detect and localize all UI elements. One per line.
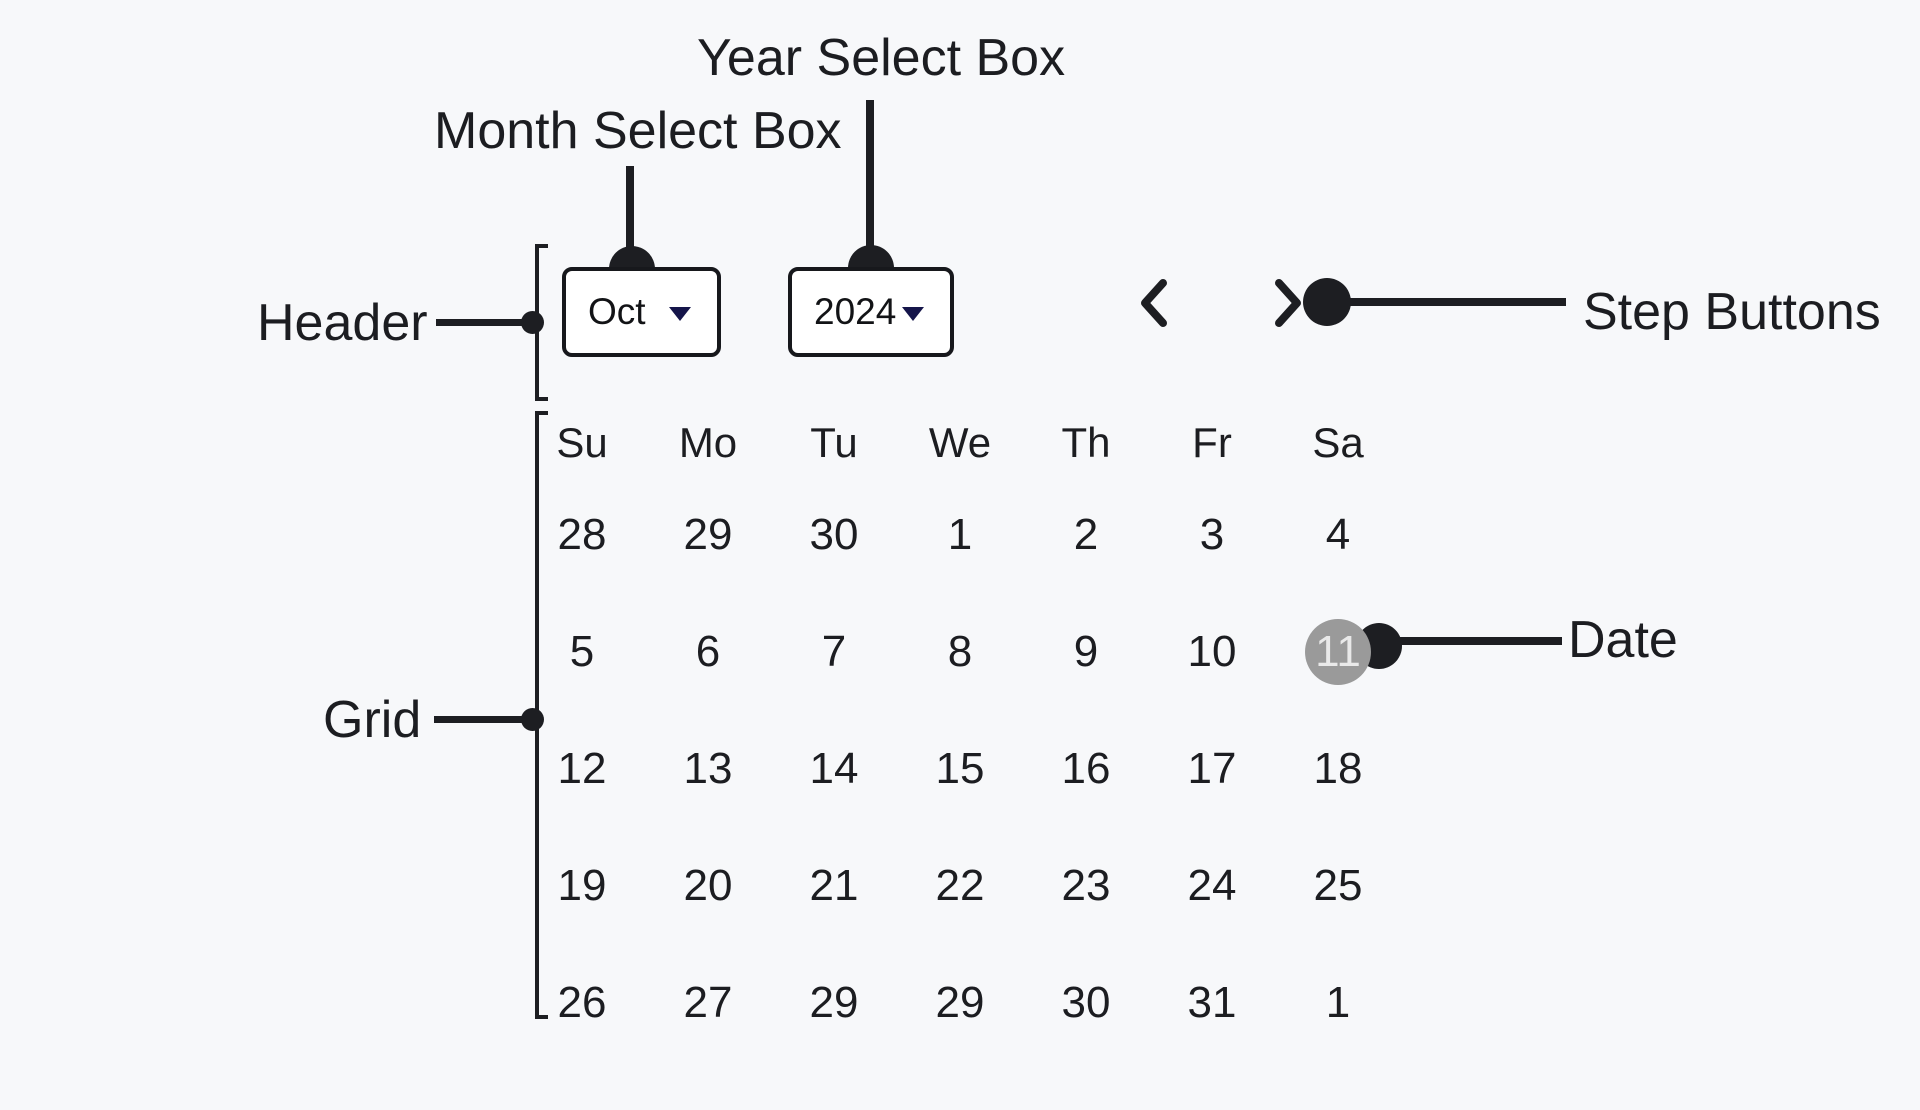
annotation-label-grid: Grid — [323, 691, 422, 749]
year-select-value: 2024 — [814, 291, 897, 332]
leader-line-grid — [434, 716, 522, 723]
selected-date: 11 — [1305, 618, 1371, 685]
date-cell[interactable]: 13 — [683, 743, 733, 793]
leader-line-month-select — [626, 166, 634, 260]
month-select-value: Oct — [588, 291, 646, 332]
chevron-down-icon — [669, 307, 691, 321]
leader-line-header — [436, 319, 522, 326]
calendar-grid: Su Mo Tu We Th Fr Sa 28 29 30 1 2 3 4 5 … — [519, 410, 1401, 1061]
annotation-label-year-select: Year Select Box — [697, 29, 1066, 87]
date-cell[interactable]: 28 — [557, 509, 607, 559]
date-cell[interactable]: 4 — [1325, 509, 1351, 559]
leader-line-year-select — [866, 100, 874, 260]
chevron-left-icon — [1141, 279, 1167, 327]
weekday-label: Sa — [1312, 419, 1364, 466]
date-cell[interactable]: 1 — [1325, 977, 1351, 1027]
date-cell[interactable]: 20 — [683, 860, 733, 910]
weekday-label: Tu — [810, 419, 858, 466]
date-cell[interactable]: 31 — [1187, 977, 1237, 1027]
chevron-down-icon — [902, 307, 924, 321]
date-cell[interactable]: 25 — [1313, 860, 1363, 910]
date-cell[interactable]: 29 — [683, 509, 733, 559]
annotation-label-month-select: Month Select Box — [434, 102, 842, 160]
date-cell[interactable]: 24 — [1187, 860, 1237, 910]
date-cell[interactable]: 29 — [809, 977, 859, 1027]
next-step-button[interactable] — [1271, 277, 1305, 329]
date-cell[interactable]: 21 — [809, 860, 859, 910]
date-cell-selected[interactable]: 11 — [1275, 593, 1401, 710]
grid-bracket — [535, 411, 548, 1019]
date-cell[interactable]: 7 — [821, 626, 847, 676]
leader-line-step-buttons — [1349, 298, 1566, 306]
year-select-box[interactable]: 2024 — [788, 267, 954, 357]
header-bracket — [535, 244, 548, 401]
date-cell[interactable]: 26 — [557, 977, 607, 1027]
date-cell[interactable]: 18 — [1313, 743, 1363, 793]
weekday-label: Su — [556, 419, 608, 466]
weekday-label: Th — [1061, 419, 1111, 466]
annotation-label-date: Date — [1568, 611, 1678, 669]
weekday-label: Fr — [1192, 419, 1232, 466]
date-cell[interactable]: 16 — [1061, 743, 1111, 793]
annotation-label-header: Header — [257, 294, 428, 352]
weekday-label: Mo — [678, 419, 738, 466]
date-cell[interactable]: 12 — [557, 743, 607, 793]
date-cell[interactable]: 30 — [809, 509, 859, 559]
leader-line-date — [1399, 637, 1562, 645]
prev-step-button[interactable] — [1137, 277, 1171, 329]
date-cell[interactable]: 14 — [809, 743, 859, 793]
weekday-label: We — [928, 419, 992, 466]
date-cell[interactable]: 3 — [1199, 509, 1225, 559]
date-cell[interactable]: 6 — [695, 626, 721, 676]
month-select-box[interactable]: Oct — [562, 267, 721, 357]
annotation-label-step-buttons: Step Buttons — [1583, 283, 1881, 341]
date-cell[interactable]: 27 — [683, 977, 733, 1027]
anchor-dot-step-buttons — [1303, 278, 1351, 326]
date-cell[interactable]: 19 — [557, 860, 607, 910]
date-cell[interactable]: 23 — [1061, 860, 1111, 910]
date-cell[interactable]: 5 — [569, 626, 595, 676]
date-cell[interactable]: 15 — [935, 743, 985, 793]
date-cell[interactable]: 30 — [1061, 977, 1111, 1027]
date-cell[interactable]: 22 — [935, 860, 985, 910]
date-cell[interactable]: 17 — [1187, 743, 1237, 793]
chevron-right-icon — [1275, 279, 1301, 327]
date-cell[interactable]: 9 — [1073, 626, 1099, 676]
date-cell[interactable]: 2 — [1073, 509, 1099, 559]
date-cell[interactable]: 29 — [935, 977, 985, 1027]
date-cell[interactable]: 1 — [947, 509, 973, 559]
date-cell[interactable]: 8 — [947, 626, 973, 676]
date-cell[interactable]: 10 — [1187, 626, 1237, 676]
